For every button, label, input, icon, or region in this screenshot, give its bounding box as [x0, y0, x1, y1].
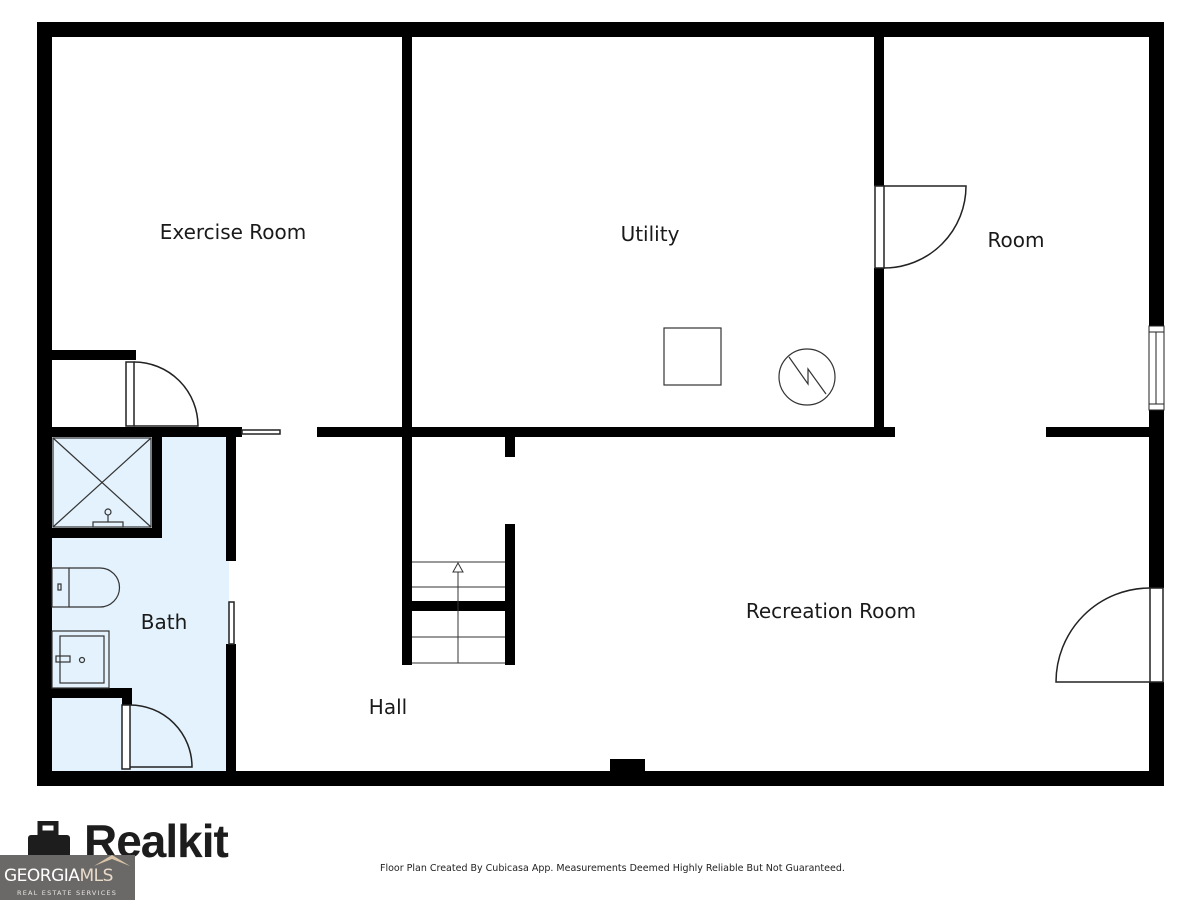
doors — [121, 185, 1164, 770]
mls-name-georgia: GEORGIA — [4, 866, 80, 886]
bath-fixtures — [51, 437, 152, 689]
stairs — [412, 561, 505, 664]
door-swing-icon — [883, 185, 967, 269]
disclaimer-note: Floor Plan Created By Cubicasa App. Meas… — [380, 863, 845, 874]
mls-tagline: REAL ESTATE SERVICES — [17, 889, 118, 897]
window-icon — [1148, 325, 1165, 411]
door-frame — [121, 704, 131, 770]
door-swing-icon — [129, 704, 193, 768]
realkit-briefcase-icon — [28, 821, 70, 861]
room-label-utility: Utility — [621, 222, 680, 246]
room-label-bath: Bath — [141, 610, 188, 634]
door-swing-icon — [1055, 587, 1151, 683]
door-frame — [874, 185, 885, 269]
sink-icon — [51, 630, 110, 689]
toilet-icon — [51, 567, 121, 608]
mls-name-mls: MLS — [79, 866, 113, 886]
room-label-room: Room — [988, 228, 1045, 252]
stairs-up-arrow-icon — [452, 561, 464, 573]
utility-fixtures — [663, 327, 836, 406]
water-heater-icon — [778, 348, 836, 406]
door-frame — [1149, 587, 1164, 683]
room-label-recreation: Recreation Room — [746, 599, 916, 623]
exterior-walls — [37, 22, 1164, 786]
furnace-box-icon — [663, 327, 722, 386]
room-label-exercise: Exercise Room — [160, 220, 307, 244]
sliding-door — [241, 429, 281, 435]
roof-icon — [94, 855, 130, 866]
sliding-door — [228, 601, 235, 645]
georgia-mls-logo: GEORGIAMLS REAL ESTATE SERVICES — [0, 855, 135, 900]
bath-floor — [51, 437, 229, 771]
door-swing-icon — [133, 361, 199, 427]
room-label-hall: Hall — [369, 695, 407, 719]
interior-walls — [52, 37, 1150, 772]
door-frame — [125, 361, 135, 427]
